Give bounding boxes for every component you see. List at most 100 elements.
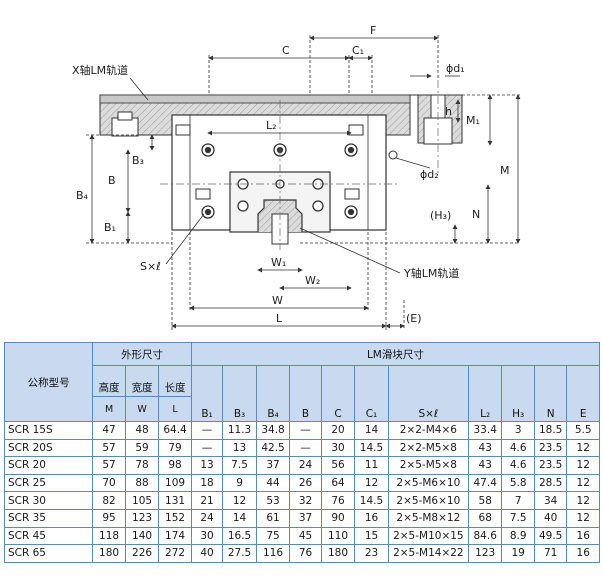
table-cell: 18.5: [533, 421, 568, 440]
table-cell: 42.5: [255, 438, 291, 458]
rail-end-section: [417, 94, 463, 145]
table-cell: 140: [124, 526, 160, 546]
table-cell: 105: [124, 491, 160, 510]
table-cell: 23: [354, 544, 389, 563]
table-cell: 2×5-M6×10: [387, 473, 469, 493]
table-cell: 2×5-M8×12: [387, 508, 469, 528]
table-cell: 33.4: [467, 421, 503, 440]
table-cell: 12: [566, 491, 600, 510]
dim-L2: L₂: [266, 119, 277, 132]
col-L2: L₂: [467, 365, 503, 422]
table-cell: 47.4: [467, 473, 503, 493]
dim-B: B: [108, 174, 116, 187]
table-cell: 64: [320, 473, 356, 493]
table-cell: 76: [289, 544, 322, 563]
table-cell: 16: [354, 508, 389, 528]
table-cell: 26: [289, 473, 322, 493]
dim-M1: M₁: [466, 114, 480, 127]
spec-table: 公称型号 外形尺寸 LM滑块尺寸 高度 宽度 长度 B₁ B₃ B₄ B C C…: [3, 342, 601, 563]
table-cell: 3: [501, 421, 535, 440]
table-cell: 2×5-M10×15: [387, 526, 469, 546]
model-cell: SCR 20S: [3, 438, 94, 458]
center-lines: [160, 80, 439, 250]
col-B: B: [289, 365, 322, 422]
dim-L: L: [276, 312, 283, 325]
model-cell: SCR 20: [3, 456, 94, 475]
table-cell: 7: [501, 491, 535, 510]
table-cell: 12: [354, 473, 389, 493]
dim-Sxl: S×ℓ: [140, 260, 161, 273]
table-cell: 2×5-M5×8: [387, 456, 469, 475]
col-W: W: [124, 396, 160, 422]
table-cell: 57: [92, 456, 126, 475]
table-cell: 40: [533, 508, 568, 528]
table-cell: 23.5: [533, 456, 568, 475]
table-cell: 37: [255, 456, 291, 475]
y-rail-label: Y轴LM轨道: [403, 266, 459, 280]
table-cell: 4.6: [501, 456, 535, 475]
model-cell: SCR 30: [3, 491, 94, 510]
table-cell: 90: [320, 508, 356, 528]
table-cell: 98: [158, 456, 192, 475]
table-cell: 180: [92, 544, 126, 563]
table-cell: 12: [222, 491, 257, 510]
table-cell: 7.5: [501, 508, 535, 528]
table-cell: —: [289, 421, 322, 440]
table-cell: 27.5: [222, 544, 257, 563]
table-cell: 11: [354, 456, 389, 475]
col-B3: B₃: [222, 365, 257, 422]
table-cell: 43: [467, 456, 503, 475]
col-C1: C₁: [354, 365, 389, 422]
dim-M: M: [500, 164, 510, 177]
dim-d2: ϕd₂: [420, 168, 439, 181]
table-cell: 12: [566, 438, 600, 458]
table-cell: 44: [255, 473, 291, 493]
table-cell: 2×2-M5×8: [387, 438, 469, 458]
table-cell: 28.5: [533, 473, 568, 493]
table-cell: 43: [467, 438, 503, 458]
table-cell: 68: [467, 508, 503, 528]
table-cell: —: [289, 438, 322, 458]
dim-W2: W₂: [305, 274, 320, 287]
table-cell: 61: [255, 508, 291, 528]
table-cell: 34: [533, 491, 568, 510]
model-header: 公称型号: [3, 342, 94, 422]
table-cell: 58: [467, 491, 503, 510]
dim-d1: ϕd₁: [446, 62, 465, 75]
table-cell: —: [190, 438, 224, 458]
table-cell: 4.6: [501, 438, 535, 458]
table-cell: 123: [124, 508, 160, 528]
table-cell: 7.5: [222, 456, 257, 475]
table-cell: 53: [255, 491, 291, 510]
col-L: L: [158, 396, 192, 422]
table-cell: 48: [124, 421, 160, 440]
dim-W1: W₁: [271, 256, 286, 269]
col-H3: H₃: [501, 365, 535, 422]
table-cell: 37: [289, 508, 322, 528]
table-cell: 95: [92, 508, 126, 528]
table-cell: 131: [158, 491, 192, 510]
model-cell: SCR 65: [3, 544, 94, 563]
table-cell: 226: [124, 544, 160, 563]
dim-h: h: [445, 105, 452, 118]
table-cell: 14: [354, 421, 389, 440]
table-cell: 5.5: [566, 421, 600, 440]
table-cell: 56: [320, 456, 356, 475]
table-cell: 13: [190, 456, 224, 475]
col-B4: B₄: [255, 365, 291, 422]
table-cell: 12: [566, 508, 600, 528]
col-Sxl: S×ℓ: [387, 365, 469, 422]
col-M: M: [92, 396, 126, 422]
table-cell: 5.8: [501, 473, 535, 493]
col-B1: B₁: [190, 365, 224, 422]
model-cell: SCR 45: [3, 526, 94, 546]
table-cell: 13: [222, 438, 257, 458]
table-cell: 8.9: [501, 526, 535, 546]
table-cell: 110: [320, 526, 356, 546]
